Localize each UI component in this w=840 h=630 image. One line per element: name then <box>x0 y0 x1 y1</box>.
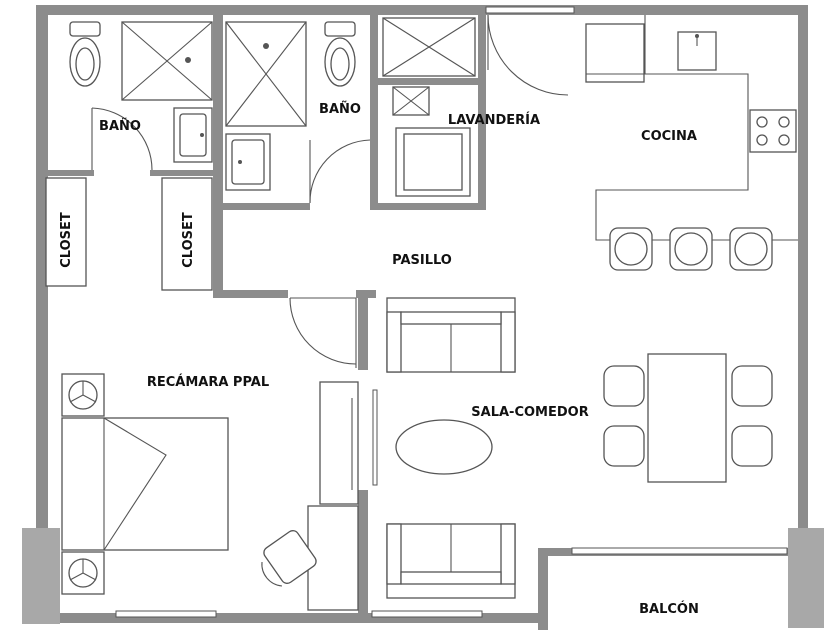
shower-drain-icon <box>185 57 191 63</box>
chair-icon <box>731 365 773 407</box>
laundry-fixtures <box>382 17 476 197</box>
living-dining-fixtures <box>386 297 773 599</box>
wall-laundry-bottom <box>370 203 485 210</box>
wall-bedroom-right-upper <box>358 290 368 370</box>
bath-right-fixtures <box>225 21 371 204</box>
wall-closet-right <box>213 170 223 298</box>
chair-icon <box>731 425 773 467</box>
wall-between-baths <box>213 15 223 210</box>
bedroom-fixtures <box>61 297 359 611</box>
window-living <box>371 610 483 618</box>
toilet-tank-right-icon <box>324 21 356 37</box>
coffee-table-icon <box>395 419 493 475</box>
outer-wall-left <box>36 5 48 620</box>
chair-icon <box>603 425 645 467</box>
door-swing-bath-right <box>309 139 371 204</box>
door-swing-bath-left <box>91 107 153 171</box>
column-bottom-left <box>22 528 60 624</box>
room-labels: BAÑO BAÑO LAVANDERÍA COCINA CLOSET CLOSE… <box>59 101 699 617</box>
desk-icon <box>307 505 359 611</box>
closets <box>45 177 213 291</box>
label-closet-right: CLOSET <box>181 212 196 268</box>
label-master-bedroom: RECÁMARA PPAL <box>147 374 269 390</box>
label-closet-left: CLOSET <box>59 212 74 268</box>
wall-bedroom-top <box>213 290 288 298</box>
wall-bath-left-bottom-2 <box>150 170 220 176</box>
fridge-icon <box>585 23 645 83</box>
label-kitchen: COCINA <box>641 129 697 144</box>
bar-stools <box>609 227 773 271</box>
outer-wall-right <box>798 5 808 545</box>
windows <box>115 6 788 618</box>
chair-icon <box>603 365 645 407</box>
wall-bath-right-side <box>370 15 378 210</box>
dining-table-icon <box>647 353 727 483</box>
wall-bath-right-bottom <box>220 203 310 210</box>
column-bottom-right <box>788 528 824 628</box>
label-bath-right: BAÑO <box>319 101 361 117</box>
closet-left-box <box>45 177 87 287</box>
label-living-dining: SALA-COMEDOR <box>471 405 588 420</box>
label-hallway: PASILLO <box>392 253 452 268</box>
label-balcony: BALCÓN <box>639 601 699 617</box>
label-bath-left: BAÑO <box>99 118 141 134</box>
sofa-bottom-icon <box>386 523 516 599</box>
kitchen-counter <box>595 15 798 241</box>
bath-left-fixtures <box>69 21 213 171</box>
desk-chair-icon <box>261 530 317 587</box>
label-laundry: LAVANDERÍA <box>448 112 540 128</box>
outer-wall-top <box>36 5 808 15</box>
stove-icon <box>749 109 797 153</box>
wall-laundry-right <box>478 15 486 210</box>
wall-bedroom-right-lower <box>358 490 368 620</box>
kitchen-fixtures <box>487 14 798 271</box>
sliding-door <box>372 389 378 486</box>
door-swing-kitchen <box>487 14 569 96</box>
closet-right-box <box>161 177 213 291</box>
door-swing-bedroom <box>289 297 357 365</box>
window-balcony <box>571 547 788 555</box>
sofa-top-icon <box>386 297 516 373</box>
window-bedroom <box>115 610 217 618</box>
dining-chairs <box>603 365 773 467</box>
toilet-tank-icon <box>69 21 101 37</box>
window-kitchen <box>485 6 575 14</box>
wall-laundry-mid <box>378 78 478 85</box>
balcony-wall <box>538 548 548 630</box>
outer-wall-bottom <box>36 613 546 623</box>
bed-icon <box>61 417 229 551</box>
wall-bath-left-bottom <box>46 170 94 176</box>
toilet-seat-icon <box>75 47 95 81</box>
